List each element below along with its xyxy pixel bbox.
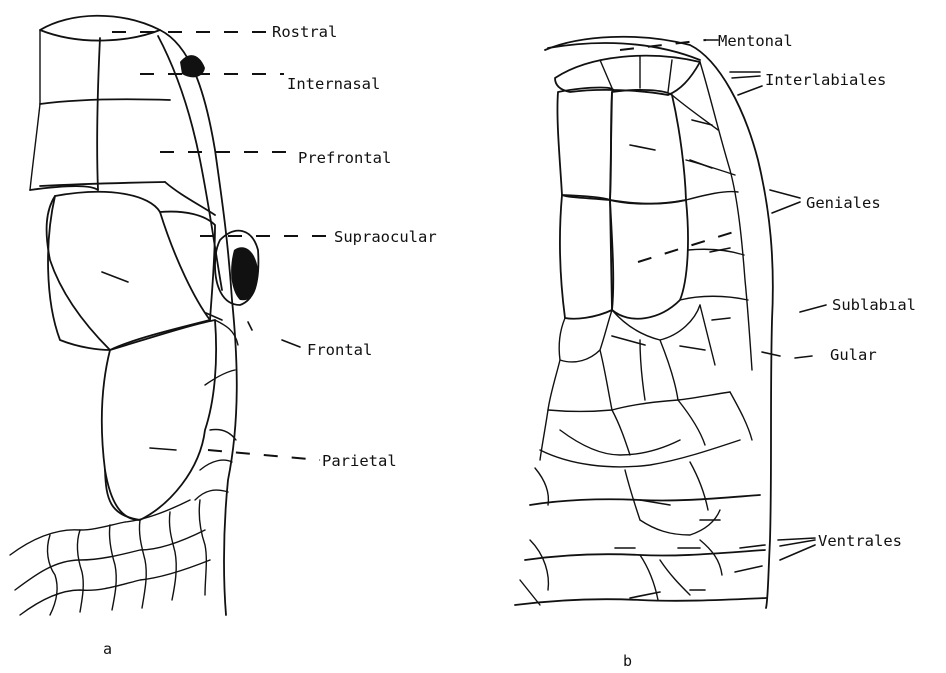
rostral-scale (40, 16, 160, 41)
label-geniales: Geniales (806, 194, 881, 212)
genial-left-posterior (560, 195, 613, 319)
head-drawing-dorsal (10, 16, 258, 615)
labels-b: Mentonal Interlabiales Geniales Sublabıa… (623, 32, 916, 670)
label-supraocular: Supraocular (334, 228, 437, 246)
label-frontal: Frontal (307, 341, 372, 359)
label-ventrales: Ventrales (818, 532, 902, 550)
labels-a: Rostral Internasal Prefrontal Supraocula… (103, 23, 437, 658)
label-prefrontal: Prefrontal (298, 149, 391, 167)
label-rostral: Rostral (272, 23, 337, 41)
panel-label-b: b (623, 652, 632, 670)
label-sublabial: Sublabıal (832, 296, 916, 314)
label-internasal: Internasal (287, 75, 380, 93)
label-parietal: Parietal (322, 452, 397, 470)
head-drawing-ventral (515, 37, 773, 608)
parietal-scale (102, 320, 216, 520)
label-mentonal: Mentonal (718, 32, 793, 50)
pupil (231, 247, 258, 300)
panel-label-a: a (103, 640, 112, 658)
genial-left-anterior (557, 88, 613, 201)
label-interlabiales: Interlabiales (765, 71, 886, 89)
genial-right-anterior (610, 90, 686, 204)
label-gular: Gular (830, 346, 877, 364)
frontal-scale (47, 192, 210, 350)
